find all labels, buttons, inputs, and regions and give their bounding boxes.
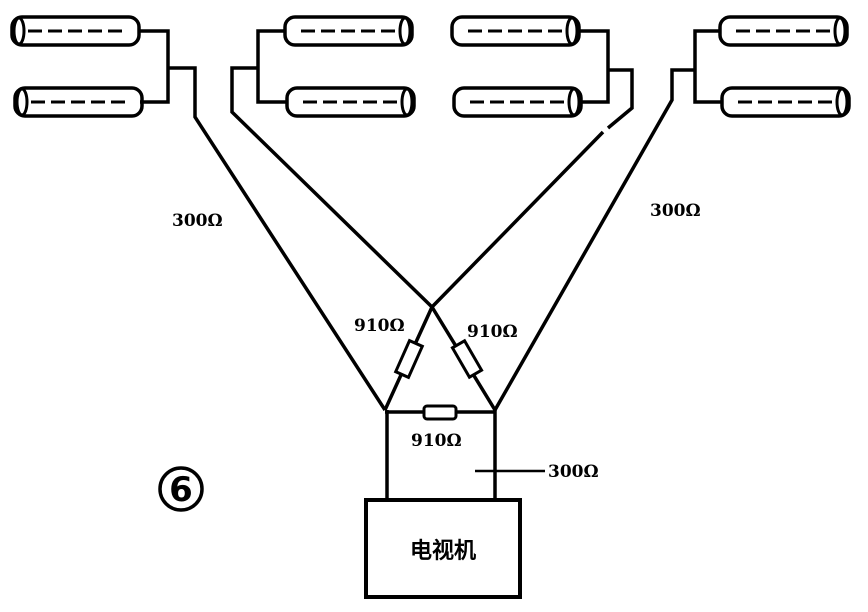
tv-box	[364, 498, 522, 599]
feeder-left-inner	[230, 29, 434, 309]
antenna-tube	[718, 15, 849, 47]
antenna-tube	[285, 86, 416, 118]
feeder-left-outer	[138, 29, 387, 411]
resistor-bottom-label: 910Ω	[411, 431, 462, 451]
figure-number: 6	[169, 470, 193, 510]
resistor-left-label: 910Ω	[354, 316, 405, 336]
feed-left-label: 300Ω	[172, 211, 223, 231]
feeder-right-inner	[430, 29, 634, 309]
figure-number-circle	[158, 466, 204, 512]
antenna-tube	[450, 15, 581, 47]
resistor-right	[450, 338, 484, 380]
antenna-tube	[720, 86, 851, 118]
antenna-tube	[10, 15, 141, 47]
resistor-bottom	[422, 404, 458, 421]
output-line-label: 300Ω	[548, 462, 599, 482]
resistor-right-label: 910Ω	[467, 322, 518, 342]
feed-right-label: 300Ω	[650, 201, 701, 221]
tv-label: 电视机	[410, 538, 476, 564]
feeder-right-outer	[493, 29, 722, 411]
antenna-tube	[13, 86, 144, 118]
resistor-left	[393, 338, 425, 380]
antenna-tube	[452, 86, 583, 118]
antenna-tube	[283, 15, 414, 47]
